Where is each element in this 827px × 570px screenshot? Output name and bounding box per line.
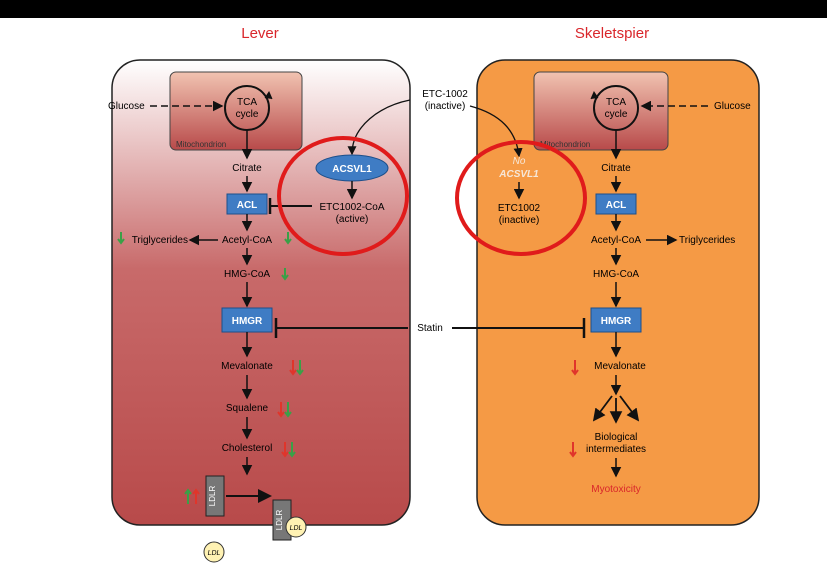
muscle-glucose-label: Glucose bbox=[714, 101, 751, 112]
heading-skeletspier: Skeletspier bbox=[575, 25, 649, 42]
muscle-etc1002-label: ETC1002 bbox=[498, 203, 541, 214]
squal-down-red-arrow bbox=[277, 402, 285, 418]
muscle-tca-label: TCA bbox=[606, 97, 626, 108]
muscle-cycle-label: cycle bbox=[605, 109, 628, 120]
liver-tca-label: TCA bbox=[237, 97, 257, 108]
muscle-mitochondrion bbox=[533, 71, 669, 151]
mev-down-green-arrow bbox=[296, 360, 304, 376]
ldl-particle-bound bbox=[285, 516, 307, 538]
pathway-diagram: Lever Skeletspier TCA cycle TCA cycle Gl… bbox=[108, 25, 760, 563]
muscle-cell bbox=[476, 59, 760, 526]
no-acsvl1-line2: ACSVL1 bbox=[498, 169, 539, 180]
muscle-acl-label: ACL bbox=[606, 200, 627, 211]
muscle-triglycerides: Triglycerides bbox=[679, 235, 735, 246]
drug-state: (inactive) bbox=[425, 101, 466, 112]
etc1002-coa-label: ETC1002-CoA bbox=[319, 202, 384, 213]
myotoxicity-label: Myotoxicity bbox=[591, 484, 640, 495]
mev-down-red-arrow bbox=[289, 360, 297, 376]
muscle-acetyl-coa: Acetyl-CoA bbox=[591, 235, 641, 246]
acetyl-down-green-arrow bbox=[284, 232, 292, 245]
liver-citrate: Citrate bbox=[232, 163, 262, 174]
chol-down-green-arrow bbox=[288, 442, 296, 458]
muscle-hmgr-label: HMGR bbox=[601, 316, 632, 327]
drug-name: ETC-1002 bbox=[422, 89, 468, 100]
squal-down-green-arrow bbox=[284, 402, 292, 418]
liver-hmgr-box bbox=[221, 307, 273, 333]
muscle-mitochondrion-label: Mitochondrion bbox=[540, 140, 590, 149]
muscle-citrate: Citrate bbox=[601, 163, 631, 174]
liver-glucose-label: Glucose bbox=[108, 101, 145, 112]
bio-line1: Biological bbox=[595, 432, 638, 443]
highlight-circle-liver bbox=[277, 136, 409, 256]
liver-mitochondrion-label: Mitochondrion bbox=[176, 140, 226, 149]
muscle-hmg-coa: HMG-CoA bbox=[593, 269, 639, 280]
liver-hmgr-label: HMGR bbox=[232, 316, 263, 327]
liver-hmg-coa: HMG-CoA bbox=[224, 269, 270, 280]
heading-lever: Lever bbox=[241, 25, 279, 42]
liver-mevalonate: Mevalonate bbox=[221, 361, 273, 372]
etc1002-coa-active: (active) bbox=[336, 214, 369, 225]
no-acsvl1-line1: No bbox=[513, 156, 526, 167]
ldlr-up-red-arrow bbox=[192, 488, 200, 504]
ldlr-label: LDLR bbox=[208, 486, 217, 507]
liver-triglycerides: Triglycerides bbox=[132, 235, 188, 246]
branch-right bbox=[619, 395, 640, 422]
ldl-label-free: LDL bbox=[208, 550, 221, 557]
hmg-down-green-arrow bbox=[281, 268, 289, 281]
branch-left bbox=[592, 395, 613, 422]
chol-down-red-arrow bbox=[281, 442, 289, 458]
ldlr-receptor bbox=[205, 475, 225, 517]
ldlr-up-green-arrow bbox=[184, 488, 192, 504]
liver-squalene: Squalene bbox=[226, 403, 269, 414]
bio-line2: intermediates bbox=[586, 444, 646, 455]
drug-to-acsvl1-arrow bbox=[347, 99, 411, 156]
muscle-mev-down-red-arrow bbox=[571, 360, 579, 376]
ldl-particle-free bbox=[203, 541, 225, 563]
statin-label: Statin bbox=[417, 323, 443, 334]
drug-to-muscle-arrow bbox=[469, 105, 523, 158]
highlight-circle-muscle bbox=[455, 140, 587, 256]
liver-acl-label: ACL bbox=[237, 200, 258, 211]
ldlr-label-membrane: LDLR bbox=[275, 510, 284, 531]
muscle-mevalonate: Mevalonate bbox=[594, 361, 646, 372]
liver-acetyl-coa: Acetyl-CoA bbox=[222, 235, 272, 246]
trig-down-green-arrow bbox=[117, 232, 125, 245]
muscle-hmgr-box bbox=[590, 307, 642, 333]
slide: Lever Skeletspier TCA cycle TCA cycle Gl… bbox=[0, 18, 827, 570]
bio-down-red-arrow bbox=[569, 442, 577, 458]
ldl-label-bound: LDL bbox=[290, 525, 303, 532]
liver-cycle-label: cycle bbox=[236, 109, 259, 120]
liver-cholesterol: Cholesterol bbox=[222, 443, 273, 454]
acsvl1-label: ACSVL1 bbox=[332, 164, 372, 175]
muscle-etc1002-inactive: (inactive) bbox=[499, 215, 540, 226]
